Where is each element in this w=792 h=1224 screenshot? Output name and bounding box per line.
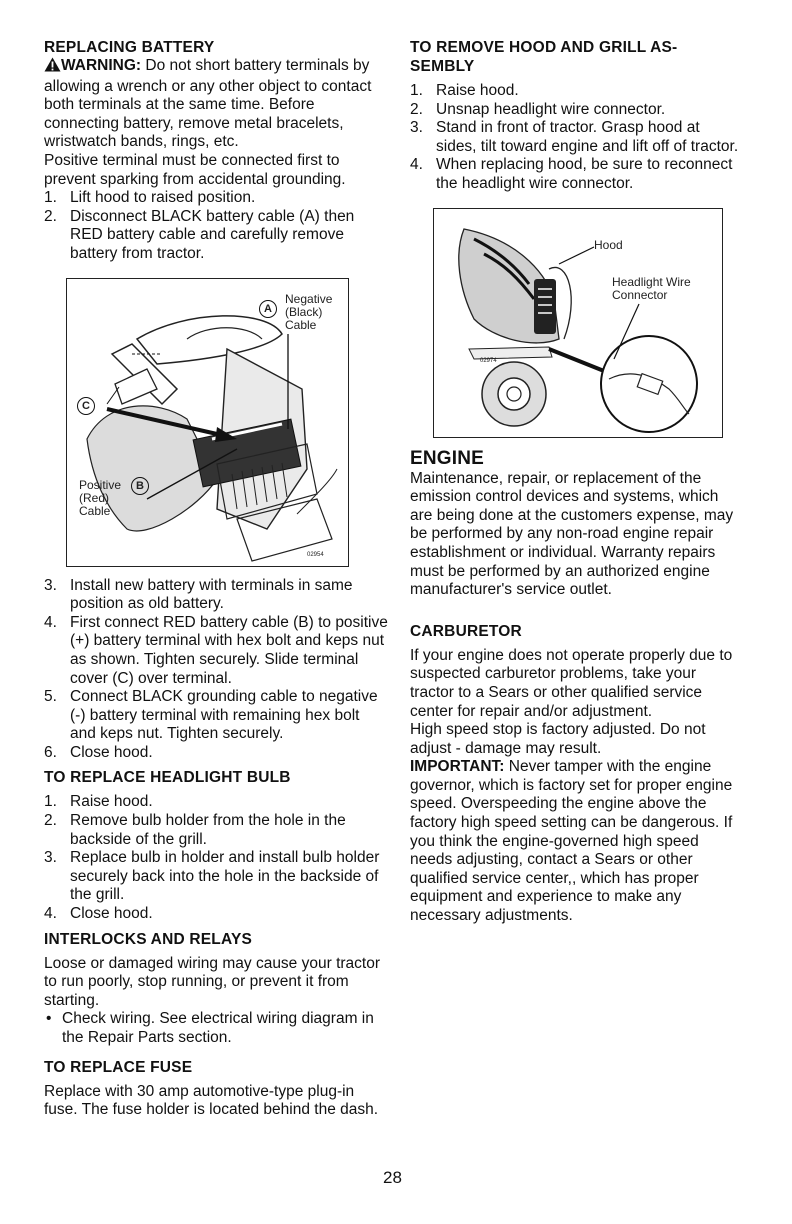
headlight-steps-list: 1.Raise hood. 2.Remove bulb holder from … [44,793,389,923]
list-item: 3.Install new battery with terminals in … [44,576,353,613]
interlocks-bullets: •Check wiring. See electrical wiring dia… [44,1010,389,1047]
list-item: 4.First connect RED battery cable (B) to… [44,613,388,687]
important-text: Never tamper with the engine governor, w… [410,758,733,925]
carburetor-heading: CARBURETOR [410,622,522,640]
figure-code: 02974 [480,357,497,364]
battery-steps-list-continued: 3.Install new battery with terminals in … [44,577,389,763]
important-note: IMPORTANT: Never tamper with the engine … [410,758,742,925]
list-item: 3.Replace bulb in holder and install bul… [44,849,380,904]
list-item: •Check wiring. See electrical wiring dia… [46,1010,374,1046]
list-item: 5.Connect BLACK grounding cable to negat… [44,688,378,743]
list-item: 4.Close hood. [44,905,153,923]
callout-c: C [77,396,95,415]
positive-terminal-note: Positive terminal must be connected firs… [44,151,346,188]
headlight-heading: TO REPLACE HEADLIGHT BULB [44,769,291,787]
engine-text: Maintenance, repair, or replacement of t… [410,469,734,599]
hood-figure: Hood Headlight Wire Connector 02974 [433,207,723,438]
list-item: 6.Close hood. [44,743,153,761]
interlocks-heading: INTERLOCKS AND RELAYS [44,930,253,948]
warning-text: Do not short battery terminals by allowi… [44,57,372,151]
engine-heading: ENGINE [410,447,485,469]
callout-a: A [259,299,277,318]
hood-steps-list: 1.Raise hood. 2.Unsnap headlight wire co… [410,82,742,194]
terminal-cover-label: C [77,396,95,415]
fuse-heading: TO REPLACE FUSE [44,1058,193,1076]
list-item: 4.When replacing hood, be sure to reconn… [410,156,733,192]
warning-word: WARNING: [61,57,142,74]
warning-triangle-icon [44,57,61,78]
list-item: 2.Remove bulb holder from the hole in th… [44,812,346,848]
list-item: 1.Raise hood. [44,793,153,811]
list-item: 1.Lift hood to raised position. [44,189,256,207]
right-column: TO REMOVE HOOD AND GRILL AS-SEMBLY 1.Rai… [410,38,742,926]
interlocks-text: Loose or damaged wiring may cause your t… [44,954,380,1009]
tractor-battery-illustration [86,314,338,562]
hood-connector-illustration [458,227,698,433]
important-word: IMPORTANT: [410,758,505,776]
list-item: 2.Unsnap headlight wire connector. [410,100,666,118]
hood-label: Hood [594,237,623,252]
list-item: 1.Raise hood. [410,82,519,99]
page-number: 28 [383,1168,402,1187]
battery-steps-list: 1.Lift hood to raised position. 2.Discon… [44,189,389,263]
figure-code: 02954 [307,551,324,558]
carburetor-text-2: High speed stop is factory adjusted. Do … [410,721,706,757]
fuse-text: Replace with 30 amp automotive-type plug… [44,1082,379,1119]
carburetor-text-1: If your engine does not operate properly… [410,646,733,720]
list-item: 3.Stand in front of tractor. Grasp hood … [410,119,739,155]
list-item: 2.Disconnect BLACK battery cable (A) the… [44,207,355,262]
hood-heading: TO REMOVE HOOD AND GRILL AS-SEMBLY [410,39,678,75]
callout-b: B [131,476,149,495]
connector-label: Headlight Wire Connector [612,274,691,302]
left-column: REPLACING BATTERY WARNING: Do not short … [44,38,389,1120]
battery-figure: A Negative (Black) Cable C Positive (Red… [66,277,349,567]
battery-warning: WARNING: Do not short battery terminals … [44,57,389,152]
battery-heading: REPLACING BATTERY [44,39,215,56]
